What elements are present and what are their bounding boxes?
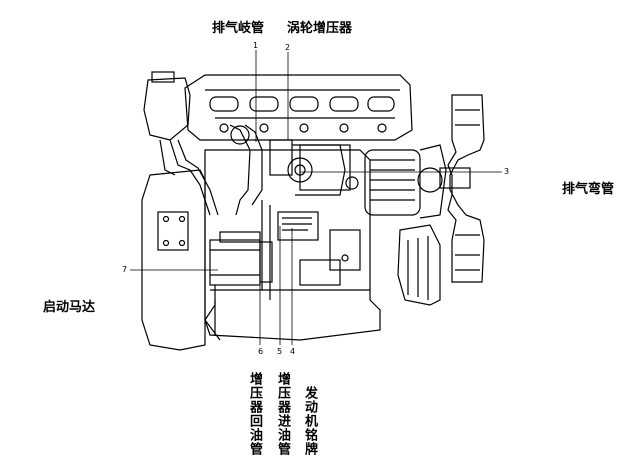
expansion-tank [143,77,191,141]
manifold-flange [230,125,250,145]
label-starter-motor: 启动马达 [43,300,96,315]
engine-block [204,149,381,341]
turbo-housing [269,139,293,176]
flywheel-housing [141,169,206,351]
callout-5: 5 [277,347,283,356]
nameplate [277,211,319,241]
manifold-pipe [229,124,251,216]
label-turbocharger: 涡轮增压器 [287,21,353,36]
valve-cover [184,74,413,141]
label-exhaust-manifold: 排气岐管 [212,21,265,36]
starter-motor [209,239,261,286]
callout-7: 7 [122,265,128,274]
alternator [364,149,421,216]
label-turbo-oil-return: 增压器回油管 [247,372,262,456]
housing-plate [157,211,189,251]
label-engine-nameplate: 发动机铭牌 [302,386,317,456]
callout-3: 3 [504,167,510,176]
label-exhaust-elbow: 排气弯管 [562,182,615,197]
pulley-stack [397,224,441,306]
callout-4: 4 [290,347,296,356]
callout-2: 2 [285,43,291,52]
callout-1: 1 [253,41,259,50]
fan-hub [439,167,471,189]
callout-6: 6 [258,347,264,356]
label-turbo-oil-inlet: 增压器进油管 [275,372,290,456]
